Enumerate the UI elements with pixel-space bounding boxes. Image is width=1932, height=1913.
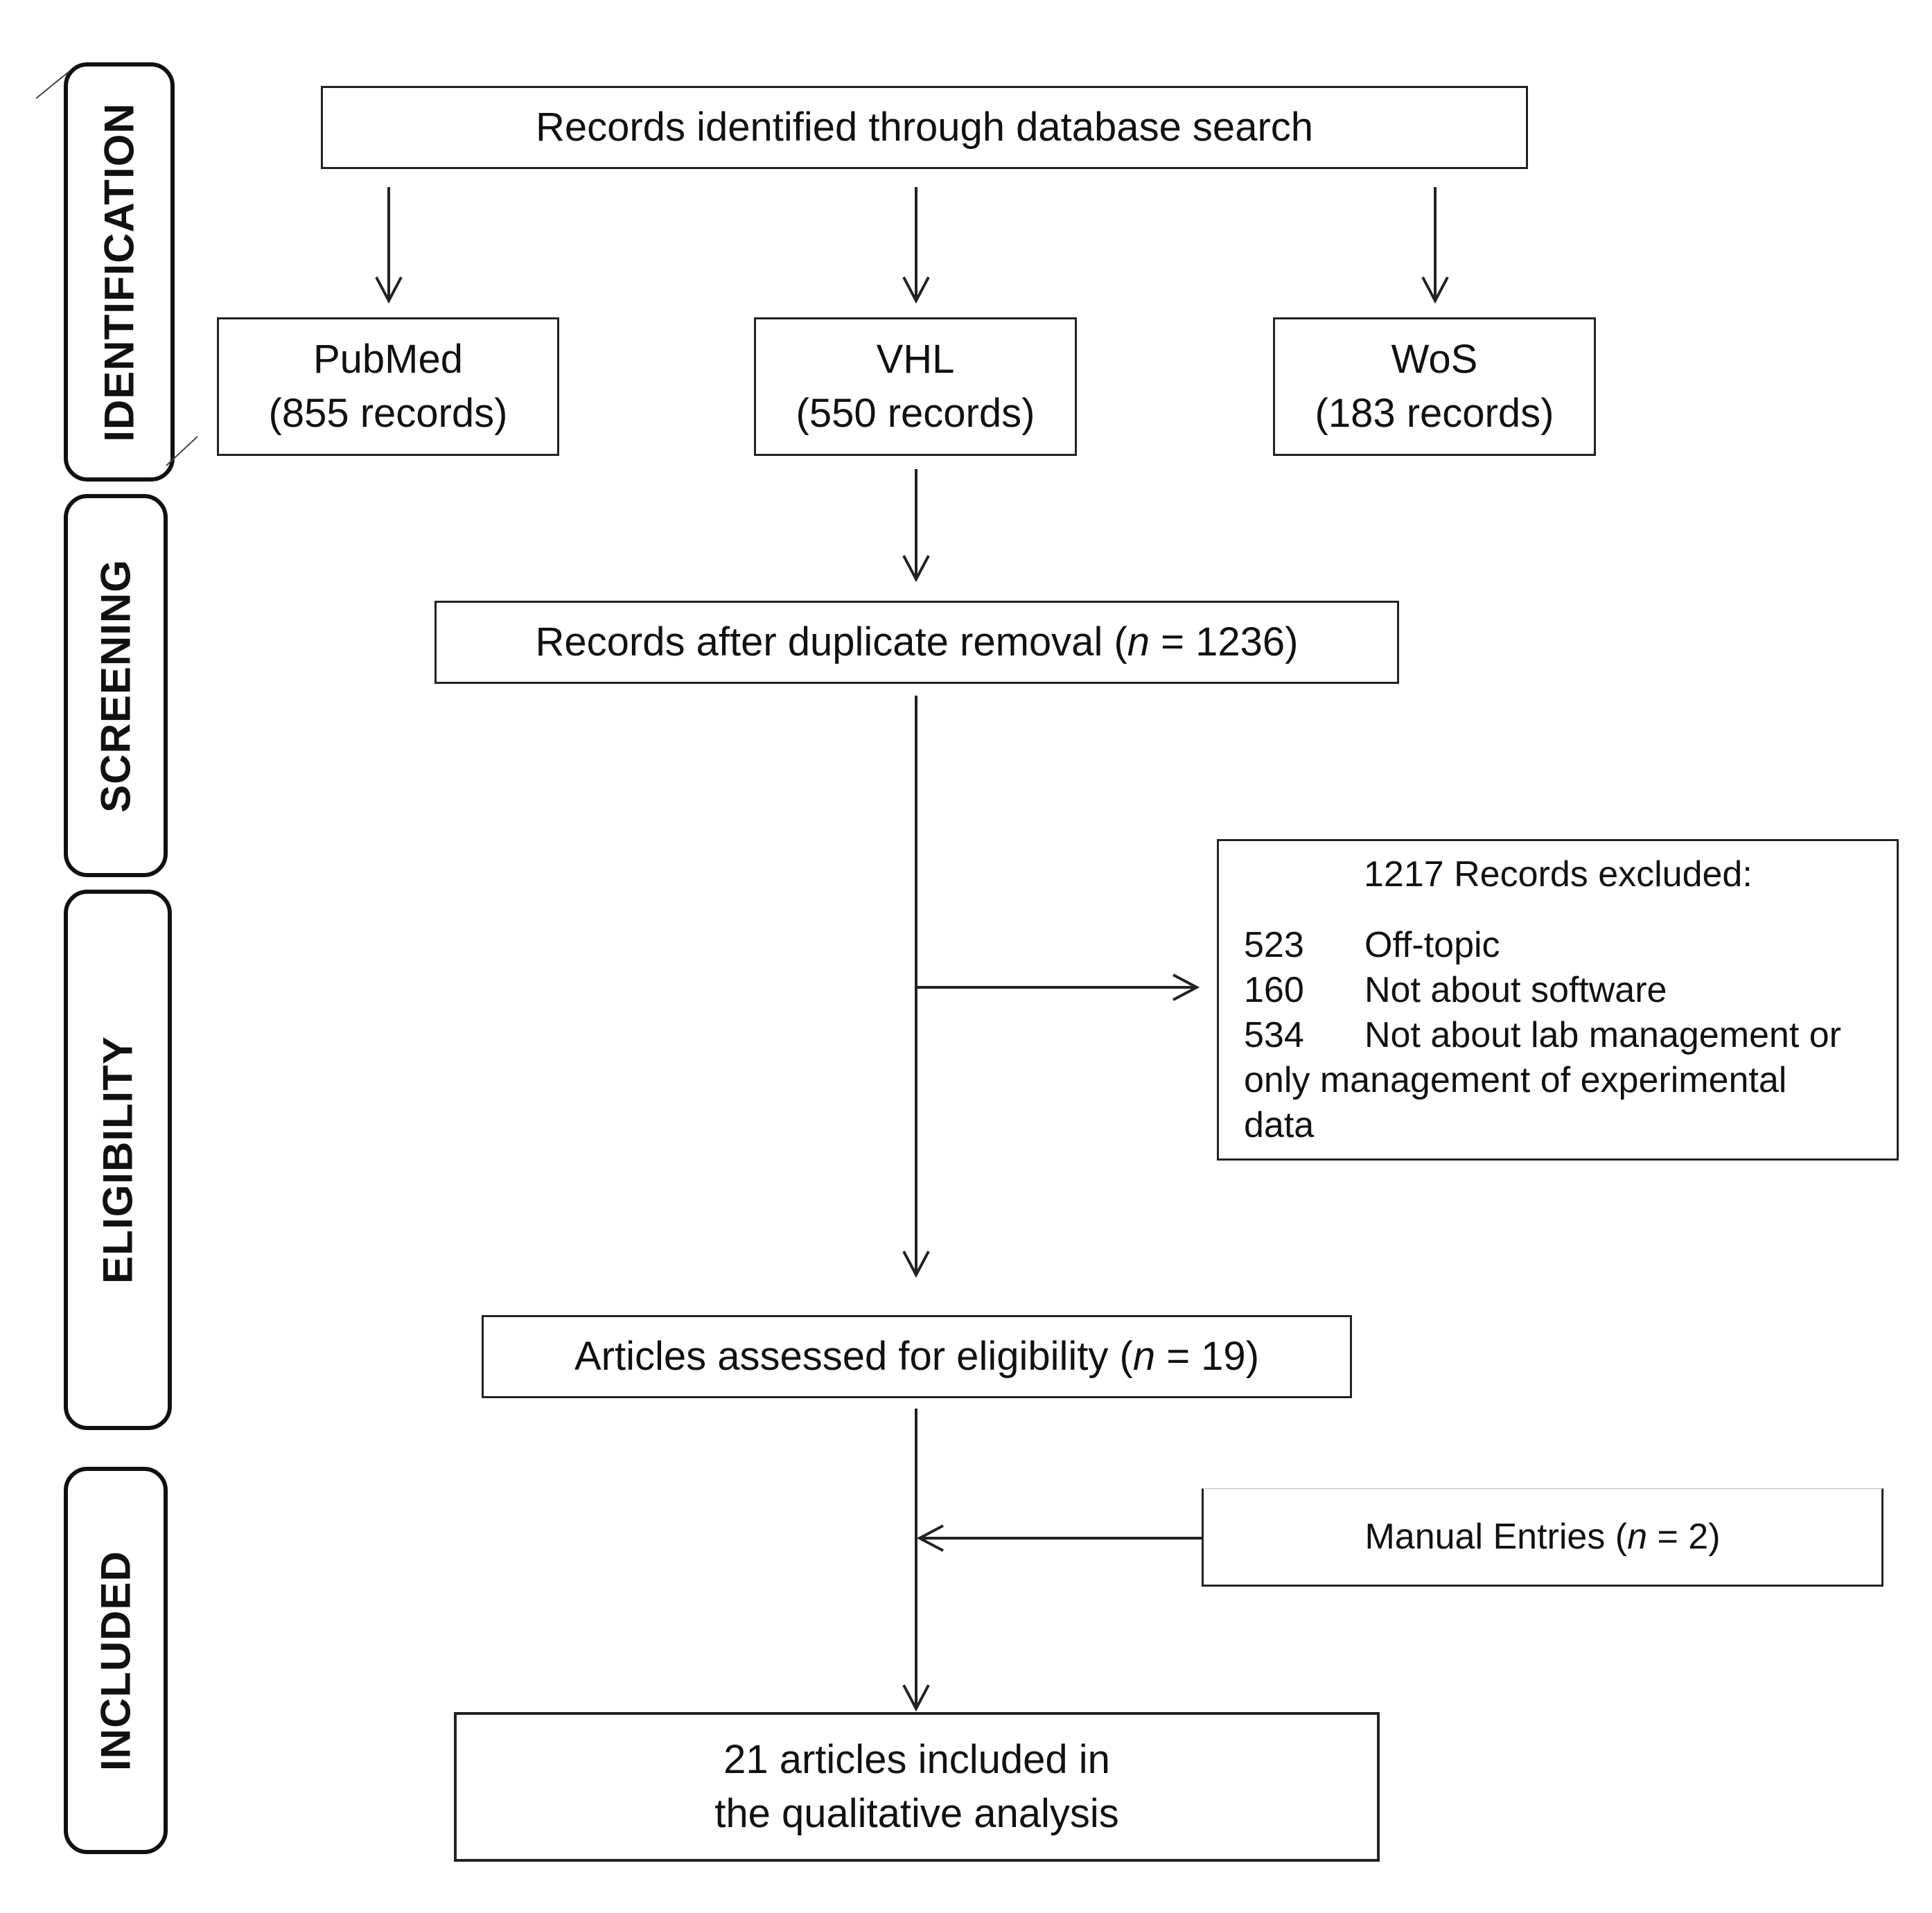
source-count-wos: (183 records) — [1315, 391, 1554, 436]
exclusion-reason: Not about software — [1364, 970, 1667, 1010]
screening-box: Records after duplicate removal (n = 123… — [434, 601, 1399, 684]
source-name-wos: WoS — [1391, 337, 1478, 382]
source-box-vhl: VHL (550 records) — [754, 317, 1077, 456]
exclusion-count: 534 — [1244, 1015, 1304, 1055]
exclusion-row: 534 Not about lab management or — [1244, 1014, 1841, 1056]
screening-label: Records after duplicate removal (n = 123… — [535, 619, 1299, 664]
exclusion-row: 160 Not about software — [1244, 969, 1667, 1011]
n-symbol: n — [1627, 1517, 1648, 1557]
stage-tab-screening: SCREENING — [64, 494, 168, 877]
stage-tab-eligibility: ELIGIBILITY — [64, 890, 172, 1430]
exclusion-reason: Off-topic — [1364, 925, 1500, 965]
included-box: 21 articles included in the qualitative … — [454, 1712, 1380, 1862]
source-box-pubmed: PubMed (855 records) — [217, 317, 559, 456]
n-symbol: n — [1127, 619, 1150, 664]
identification-title: Records identified through database sear… — [535, 105, 1314, 150]
manual-entries-box: Manual Entries (n = 2) — [1202, 1488, 1883, 1587]
source-count-pubmed: (855 records) — [268, 391, 508, 436]
n-symbol: n — [1132, 1334, 1156, 1379]
exclusion-row: 523 Off-topic — [1244, 924, 1500, 966]
stage-tab-included: INCLUDED — [64, 1467, 168, 1854]
identification-title-box: Records identified through database sear… — [321, 86, 1528, 169]
source-name-vhl: VHL — [876, 337, 955, 382]
source-box-wos: WoS (183 records) — [1273, 317, 1596, 456]
decorative-slash — [166, 436, 198, 466]
exclusion-count: 160 — [1244, 970, 1304, 1010]
eligibility-label: Articles assessed for eligibility (n = 1… — [574, 1334, 1260, 1379]
exclusion-continuation: data — [1244, 1105, 1315, 1145]
exclusion-count: 523 — [1244, 925, 1304, 965]
stage-tab-identification: IDENTIFICATION — [64, 62, 175, 482]
exclusion-reason: Not about lab management or — [1364, 1015, 1841, 1055]
exclusions-header: 1217 Records excluded: — [1364, 854, 1753, 894]
eligibility-box: Articles assessed for eligibility (n = 1… — [482, 1315, 1352, 1398]
included-line-1: 21 articles included in — [723, 1737, 1110, 1782]
manual-entries-label: Manual Entries (n = 2) — [1364, 1517, 1721, 1557]
source-count-vhl: (550 records) — [796, 391, 1035, 436]
source-name-pubmed: PubMed — [313, 337, 464, 382]
decorative-slash — [35, 71, 70, 99]
included-line-2: the qualitative analysis — [714, 1791, 1119, 1836]
exclusion-continuation: only management of experimental — [1244, 1060, 1787, 1100]
